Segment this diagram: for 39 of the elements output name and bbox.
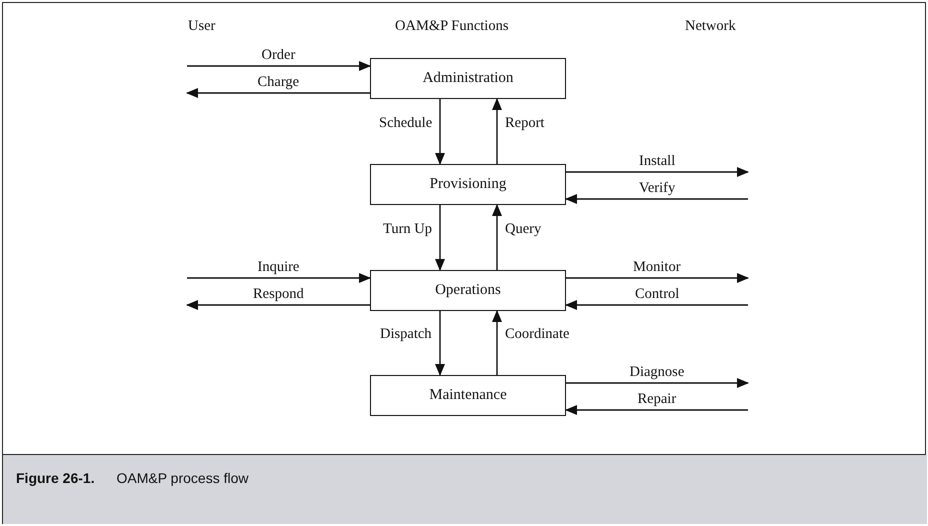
process-name: Provisioning bbox=[430, 176, 506, 193]
arrow bbox=[565, 300, 748, 310]
edge-label: Respond bbox=[251, 286, 306, 302]
process-name: Operations bbox=[435, 282, 501, 299]
arrow bbox=[186, 300, 370, 310]
arrow bbox=[566, 378, 749, 388]
arrow bbox=[187, 61, 371, 71]
process-box bbox=[370, 164, 566, 205]
edge-label: Report bbox=[503, 114, 546, 130]
edge-label: Turn Up bbox=[381, 220, 434, 236]
arrow bbox=[435, 99, 445, 165]
arrow bbox=[565, 194, 748, 204]
edge-label: Dispatch bbox=[378, 326, 434, 342]
arrow bbox=[187, 273, 371, 283]
arrow bbox=[492, 310, 502, 375]
arrow bbox=[435, 311, 445, 376]
edge-label: Charge bbox=[256, 74, 302, 90]
arrow bbox=[492, 204, 502, 270]
column-heading: User bbox=[188, 18, 216, 35]
edge-label: Verify bbox=[637, 180, 678, 196]
arrow bbox=[186, 88, 370, 98]
process-name: Maintenance bbox=[429, 387, 507, 404]
process-box bbox=[370, 58, 566, 99]
arrow bbox=[492, 98, 502, 164]
process-box bbox=[370, 375, 566, 416]
arrow bbox=[566, 167, 749, 177]
process-name: Administration bbox=[422, 70, 514, 87]
edge-label: Query bbox=[503, 220, 544, 236]
edge-label: Repair bbox=[636, 391, 678, 407]
column-heading: Network bbox=[685, 18, 736, 35]
edge-label: Inquire bbox=[256, 259, 302, 275]
edge-label: Diagnose bbox=[628, 364, 686, 380]
column-heading: OAM&P Functions bbox=[395, 18, 508, 35]
arrow bbox=[565, 405, 748, 415]
arrow bbox=[435, 205, 445, 271]
edge-label: Schedule bbox=[377, 114, 434, 130]
figure-caption: Figure 26-1. OAM&P process flow bbox=[16, 470, 248, 486]
arrow bbox=[566, 273, 749, 283]
process-box bbox=[370, 270, 566, 311]
